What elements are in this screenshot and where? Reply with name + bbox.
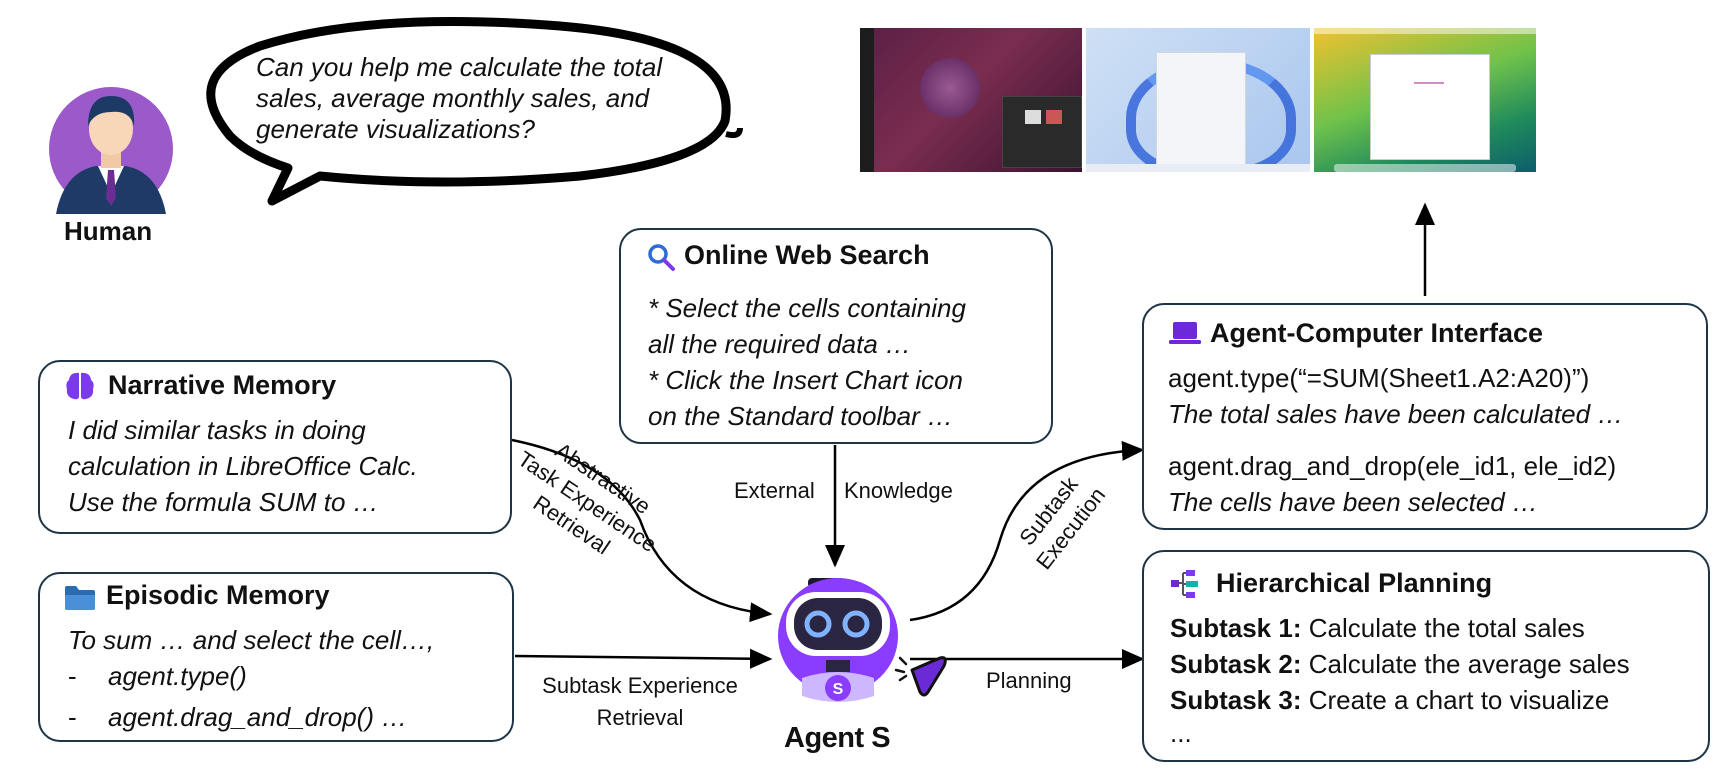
subtask-2-label: Subtask 2: <box>1170 649 1302 679</box>
knowledge-label: Knowledge <box>844 478 953 503</box>
aci-note-2: The cells have been selected … <box>1168 487 1538 517</box>
episodic-line-1: To sum … and select the cell…, <box>68 625 435 655</box>
narrative-memory-box <box>38 360 512 534</box>
macos-screenshot <box>1314 28 1536 172</box>
brain-icon <box>66 372 94 400</box>
episodic-bullet-1: - <box>68 661 77 691</box>
web-search-line-4: on the Standard toolbar … <box>648 401 953 431</box>
aci-code-1: agent.type(“=SUM(Sheet1.A2:A20)”) <box>1168 363 1590 393</box>
laptop-icon <box>1169 322 1201 344</box>
narrative-memory-title: Narrative Memory <box>108 370 337 400</box>
speech-bubble <box>206 17 743 206</box>
subtask-3-text: Create a chart to visualize <box>1308 685 1610 715</box>
agent-s-label: Agent S <box>784 722 891 754</box>
planning-ellipsis: ... <box>1170 718 1192 748</box>
web-search-box <box>619 228 1053 444</box>
subtask-exp-line-1: Subtask Experience <box>542 673 738 698</box>
aci-box <box>1142 303 1708 530</box>
agent-badge: S <box>833 681 844 698</box>
subtask-exp-line-2: Retrieval <box>596 705 684 730</box>
human-label: Human <box>64 216 153 246</box>
speech-line-3: generate visualizations? <box>256 114 535 144</box>
web-search-line-2: all the required data … <box>648 329 912 359</box>
narrative-line-3: Use the formula SUM to … <box>68 487 379 517</box>
ubuntu-screenshot <box>860 28 1082 172</box>
agent-s-robot-icon: S <box>778 578 947 702</box>
subtask-2-text: Calculate the average sales <box>1308 649 1630 679</box>
web-search-line-3: * Click the Insert Chart icon <box>648 365 964 395</box>
episodic-bullet-2: - <box>68 702 77 732</box>
web-search-title: Online Web Search <box>684 240 930 270</box>
speech-line-1: Can you help me calculate the total <box>256 52 663 82</box>
subtask-3-label: Subtask 3: <box>1170 685 1302 715</box>
planning-edge-label: Planning <box>986 668 1072 693</box>
narrative-line-2: calculation in LibreOffice Calc. <box>68 451 418 481</box>
aci-title: Agent-Computer Interface <box>1210 318 1544 348</box>
narrative-line-1: I did similar tasks in doing <box>68 415 366 445</box>
windows-screenshot <box>1086 28 1310 172</box>
subtask-1-label: Subtask 1: <box>1170 613 1302 643</box>
episodic-memory-title: Episodic Memory <box>106 580 330 610</box>
episodic-item-1: agent.type() <box>108 661 247 691</box>
human-avatar <box>46 74 176 214</box>
web-search-line-1: * Select the cells containing <box>648 293 966 323</box>
episodic-memory-box <box>38 572 514 742</box>
episodic-item-2: agent.drag_and_drop() … <box>108 702 408 732</box>
external-label: External <box>734 478 815 503</box>
planning-title: Hierarchical Planning <box>1216 568 1493 598</box>
planning-box <box>1142 550 1710 762</box>
hierarchy-icon <box>1171 570 1198 598</box>
subtask-1-text: Calculate the total sales <box>1308 613 1585 643</box>
aci-code-2: agent.drag_and_drop(ele_id1, ele_id2) <box>1168 451 1617 481</box>
search-icon <box>648 244 675 271</box>
aci-note-1: The total sales have been calculated … <box>1168 399 1624 429</box>
speech-line-2: sales, average monthly sales, and <box>256 83 650 113</box>
folder-icon <box>65 586 95 610</box>
